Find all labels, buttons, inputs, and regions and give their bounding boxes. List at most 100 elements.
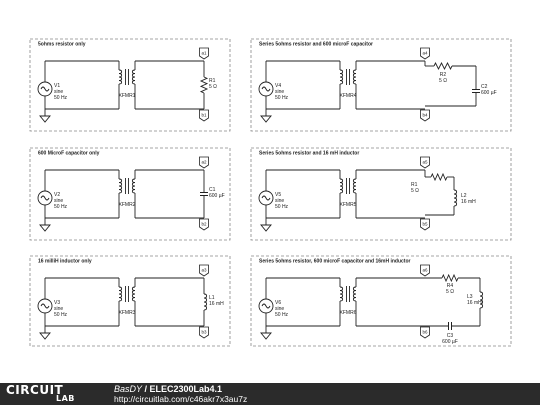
transformer-label: XFMR3 [119,310,136,316]
transformer-secondary-coil [131,178,136,194]
terminal-flag [199,47,209,60]
terminal-node[interactable]: a1 [199,47,209,60]
resistor-R4[interactable]: R45 Ω [425,273,480,295]
circuitlab-logo[interactable]: CIRCUIT LAB [6,383,90,404]
project-title: BasDY / ELEC2300Lab4.1 [114,384,222,394]
transformer[interactable]: XFMR1 [119,61,136,109]
panel-frame [29,38,231,132]
resistor-zigzag [433,61,453,71]
circuit-panel-6[interactable]: Series 5ohms resistor, 600 microF capaci… [250,255,512,347]
transformer-label: XFMR1 [119,93,136,99]
terminal-flag [199,264,209,277]
inductor-coil [479,291,484,309]
transformer-primary-coil [118,69,123,85]
terminal-node[interactable]: a2 [199,156,209,169]
circuit-panel-4[interactable]: Series 5ohms resistor and 16 mH inductor… [250,147,512,241]
terminal-node[interactable]: b5 [420,218,430,231]
terminal-node[interactable]: a5 [420,156,430,169]
source-type: sine [275,198,284,204]
resistor-R1[interactable]: R15 Ω [411,172,454,194]
element-value: 5 Ω [411,188,419,194]
terminal-label: a6 [422,268,428,273]
ground-triangle [39,115,51,123]
terminal-node[interactable]: b1 [199,109,209,122]
terminal-flag [199,156,209,169]
transformer[interactable]: XFMR6 [340,278,357,326]
terminal-flag [420,109,430,122]
terminal-node[interactable]: a6 [420,264,430,277]
ground-triangle [39,332,51,340]
terminal-label: a2 [201,160,207,165]
terminal-flag [420,156,430,169]
circuit-panel-2[interactable]: Series 5ohms resistor and 600 microF cap… [250,38,512,132]
transformer-primary-coil [339,178,344,194]
source-frequency: 50 Hz [275,95,289,101]
transformer-secondary-coil [131,286,136,302]
terminal-label: a5 [422,160,428,165]
terminal-flag [420,326,430,339]
element-value: 5 Ω [446,289,454,295]
transformer-primary-coil [118,286,123,302]
source-frequency: 50 Hz [275,312,289,318]
transformer[interactable]: XFMR3 [119,278,136,326]
transformer-primary-coil [118,178,123,194]
source-type: sine [54,198,63,204]
source-frequency: 50 Hz [275,204,289,210]
element-label: C1 [209,187,216,193]
project-name[interactable]: ELEC2300Lab4.1 [149,384,223,394]
terminal-node[interactable]: a3 [199,264,209,277]
terminal-label: b5 [422,222,428,227]
title-separator: / [142,384,150,394]
source-frequency: 50 Hz [54,312,68,318]
resistor-R2[interactable]: R25 Ω [425,61,476,84]
source-label: V2 [54,192,60,198]
terminal-label: b2 [201,222,207,227]
source-frequency: 50 Hz [54,95,68,101]
terminal-node[interactable]: b6 [420,326,430,339]
source-label: V4 [275,83,281,89]
source-label: V1 [54,83,60,89]
terminal-node[interactable]: a4 [420,47,430,60]
project-url[interactable]: http://circuitlab.com/c46akr7x3au7z [114,394,248,404]
terminal-label: a3 [201,268,207,273]
element-label: L3 [467,294,473,300]
source-label: V3 [54,300,60,306]
terminal-label: b6 [422,330,428,335]
inductor-coil [453,189,458,207]
ground-symbol [39,109,51,123]
panel-title: Series 5ohms resistor and 600 microF cap… [259,42,373,48]
terminal-node[interactable]: b4 [420,109,430,122]
author-name[interactable]: BasDY [114,384,143,394]
terminal-label: a1 [201,51,207,56]
resistor-R1[interactable]: R15 Ω [199,61,217,109]
terminal-node[interactable]: b3 [199,326,209,339]
panel-title: 600 MicroF capacitor only [38,151,100,157]
transformer[interactable]: XFMR4 [340,61,357,109]
terminal-flag [199,109,209,122]
source-frequency: 50 Hz [54,204,68,210]
ground-symbol [260,326,272,340]
terminal-node[interactable]: b2 [199,218,209,231]
ground-symbol [260,109,272,123]
element-value: 600 µF [442,339,458,345]
inductor-coil [203,293,208,311]
panel-title: Series 5ohms resistor, 600 microF capaci… [259,259,410,265]
transformer[interactable]: XFMR5 [340,170,357,218]
transformer[interactable]: XFMR2 [119,170,136,218]
element-label: L2 [461,193,467,199]
